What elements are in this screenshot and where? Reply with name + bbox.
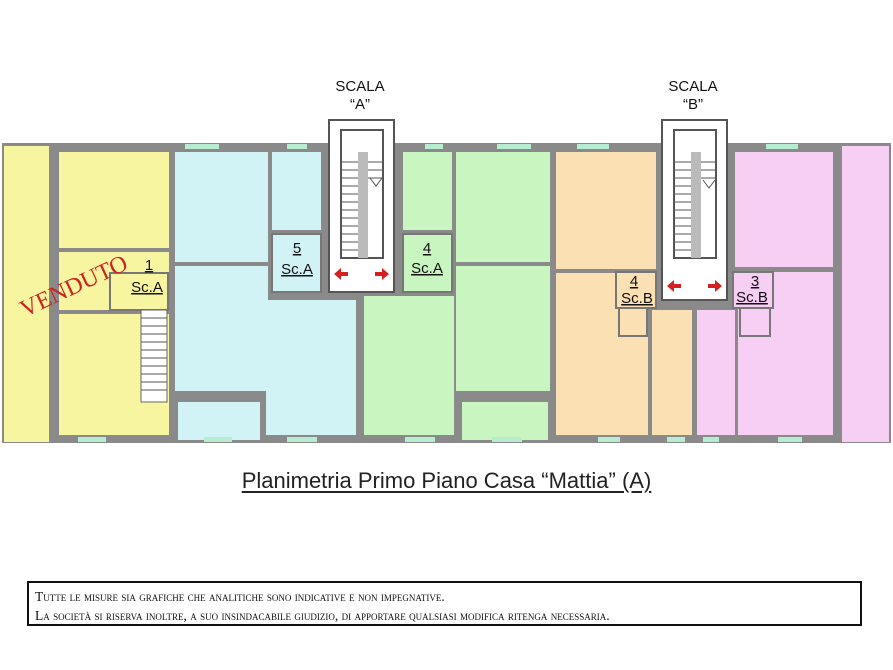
stair-b-letter: “B”: [683, 96, 703, 113]
unit-4a-number: 4: [423, 240, 431, 257]
unit-4-sc-a: [364, 152, 550, 440]
unit-3-stair: Sc.B: [736, 289, 768, 306]
unit-1: [59, 152, 169, 435]
floor-plan: SCALA “A” SCALA “B” 1 Sc.A 5 Sc.A 4 Sc.A…: [2, 78, 891, 443]
unit-4a-stair: Sc.A: [411, 260, 443, 277]
unit-3-number: 3: [751, 273, 759, 290]
balcony-right: [842, 146, 889, 442]
stair-internal-unit-1: [140, 309, 168, 403]
disclaimer-box: Tutte le misure sia grafiche che analiti…: [27, 581, 862, 626]
unit-3-sc-b: [697, 152, 833, 435]
stair-a-letter: “A”: [350, 96, 370, 113]
unit-1-stair: Sc.A: [131, 279, 163, 296]
stair-b-core: [661, 119, 728, 301]
arrows: [334, 268, 722, 292]
unit-5-number: 5: [293, 240, 301, 257]
stair-a-core: [328, 119, 395, 293]
unit-1-number: 1: [145, 257, 153, 274]
plan-title: Planimetria Primo Piano Casa “Mattia” (A…: [241, 468, 652, 493]
unit-4-sc-b: [556, 152, 692, 435]
unit-5-stair: Sc.A: [281, 261, 313, 278]
balcony-left: [4, 146, 49, 442]
unit-4b-stair: Sc.B: [621, 290, 653, 307]
disclaimer-line-2: La società si riserva inoltre, a suo ins…: [35, 608, 610, 623]
stair-b-title: SCALA: [668, 78, 717, 95]
unit-4b-number: 4: [630, 273, 638, 290]
unit-5: [175, 152, 356, 440]
disclaimer-line-1: Tutte le misure sia grafiche che analiti…: [35, 589, 445, 604]
windows: [78, 144, 802, 442]
stair-a-title: SCALA: [335, 78, 384, 95]
